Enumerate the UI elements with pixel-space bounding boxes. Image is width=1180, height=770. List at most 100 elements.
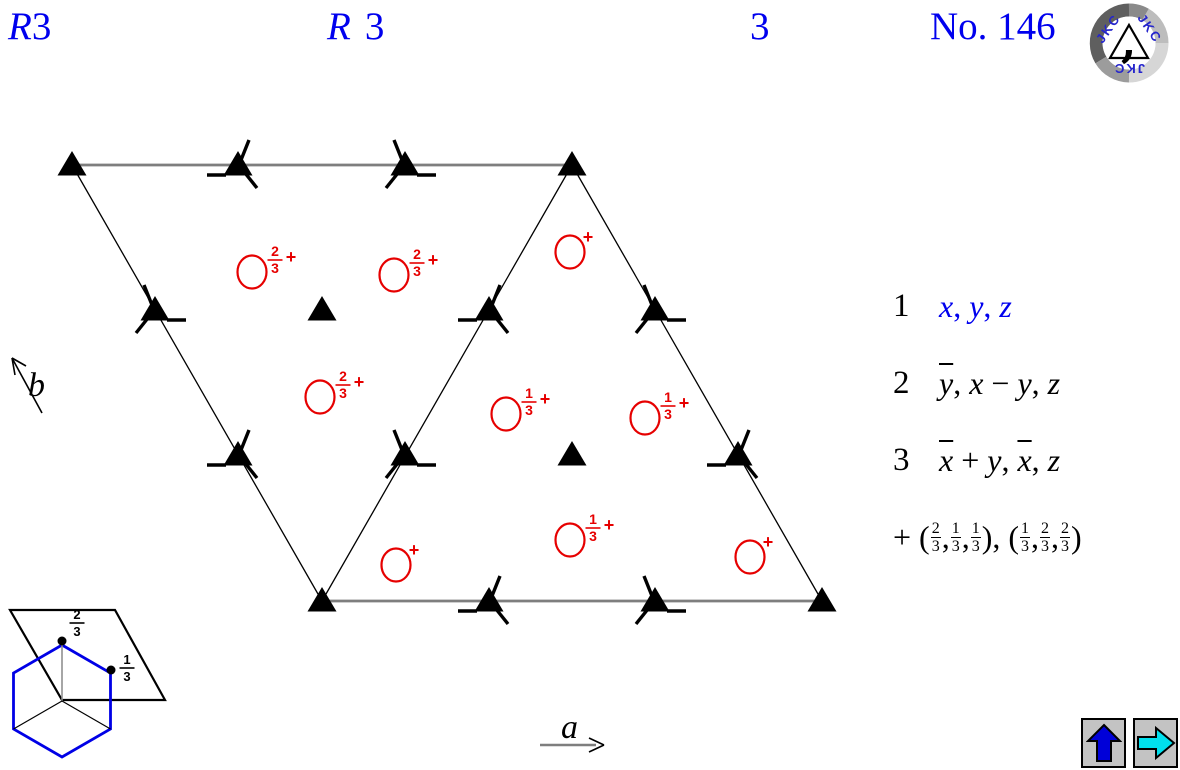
svg-text:2: 2 [413,246,421,262]
threefold-axis-icon [307,587,337,612]
screw-threefold-axis-icon [634,284,686,335]
operation-token: ) [1071,519,1082,555]
svg-text:3: 3 [413,263,421,279]
atom-position [380,547,412,583]
operation-token: x [1017,442,1032,478]
logo-text: JKC [1113,61,1145,76]
operation-token: z [1047,442,1061,478]
operation-token: z [1047,365,1061,401]
operation-token: , [1031,519,1040,555]
inset-lattice-point [57,636,67,646]
operation-number: 1 [893,288,910,324]
svg-text:3: 3 [73,624,80,639]
operation-token: , [953,288,970,324]
svg-text:+: + [679,393,690,413]
b-axis-arrow [11,357,16,376]
inset-lattice-point [106,665,116,675]
operation-token: , [953,365,970,401]
screw-threefold-axis-icon [384,139,436,190]
operation-token: z [999,288,1012,324]
up-arrow-icon [1085,723,1122,762]
operation-token: , [1031,442,1048,478]
threefold-axis-icon [57,151,87,176]
operation-token: , [1001,442,1018,478]
threefold-axis-icon [557,151,587,176]
svg-text:3: 3 [664,406,672,422]
operation-token: , [1051,519,1060,555]
svg-text:3: 3 [339,385,347,401]
logo-ring-segment [1128,3,1149,21]
screw-threefold-axis-icon [707,429,759,480]
atom-position [304,379,336,415]
screw-threefold-axis-icon [134,284,186,335]
threefold-axis-icon [807,587,837,612]
atom-position [378,257,410,293]
operation-token: + ( [893,519,930,555]
inset-cell-outline [8,608,167,702]
threefold-axis-icon [307,296,337,321]
operation-number: 2 [893,365,910,401]
operation-number: 3 [893,442,910,478]
svg-text:+: + [604,515,615,535]
operation-token: , [983,288,1000,324]
operation-token: x [939,442,954,478]
svg-text:+: + [286,247,297,267]
svg-text:+: + [763,532,774,552]
a-axis-label: a [561,709,578,746]
svg-text:1: 1 [123,652,130,667]
operation-token: y [987,442,1002,478]
svg-text:+: + [354,372,365,392]
operation-token: + [953,442,988,478]
nav-up-button[interactable] [1081,718,1126,768]
cell-edge [321,164,573,602]
space-group-symbol: R3 [8,5,52,48]
screw-threefold-axis-icon [458,284,510,335]
operation-token: y [939,365,954,401]
screw-threefold-axis-icon [634,575,686,626]
atom-position [734,539,766,575]
b-axis-arrow [11,357,27,367]
svg-text:1: 1 [589,511,597,527]
operation-token: y [969,288,984,324]
screw-threefold-axis-icon [384,429,436,480]
threefold-axis-icon [557,441,587,466]
jkc-logo: JKC JKC JKC , [1089,3,1169,83]
svg-text:2: 2 [271,243,279,259]
b-axis-label: b [28,367,45,404]
svg-text:2: 2 [73,607,80,622]
svg-text:+: + [409,540,420,560]
svg-text:3: 3 [525,402,533,418]
atom-position [554,522,586,558]
point-group-label: 3 [750,5,770,48]
right-arrow-icon [1136,725,1176,761]
atom-position [236,254,268,290]
svg-text:3: 3 [123,669,130,684]
operation-token: x [969,365,984,401]
logo-ring-segment [1089,3,1130,64]
atom-position [554,234,586,270]
logo-triangle-icon [1108,22,1150,60]
screw-threefold-axis-icon [458,575,510,626]
atom-position [490,396,522,432]
space-group-number: No. 146 [930,5,1056,48]
svg-text:3: 3 [271,260,279,276]
operation-token: x [939,288,954,324]
logo-comma: , [1121,17,1136,68]
svg-text:2: 2 [339,368,347,384]
svg-text:1: 1 [664,389,672,405]
svg-text:+: + [428,250,439,270]
inset-spoke [13,700,63,730]
svg-text:1: 1 [525,385,533,401]
nav-next-button[interactable] [1133,718,1178,768]
logo-ring-segment [1095,56,1130,83]
